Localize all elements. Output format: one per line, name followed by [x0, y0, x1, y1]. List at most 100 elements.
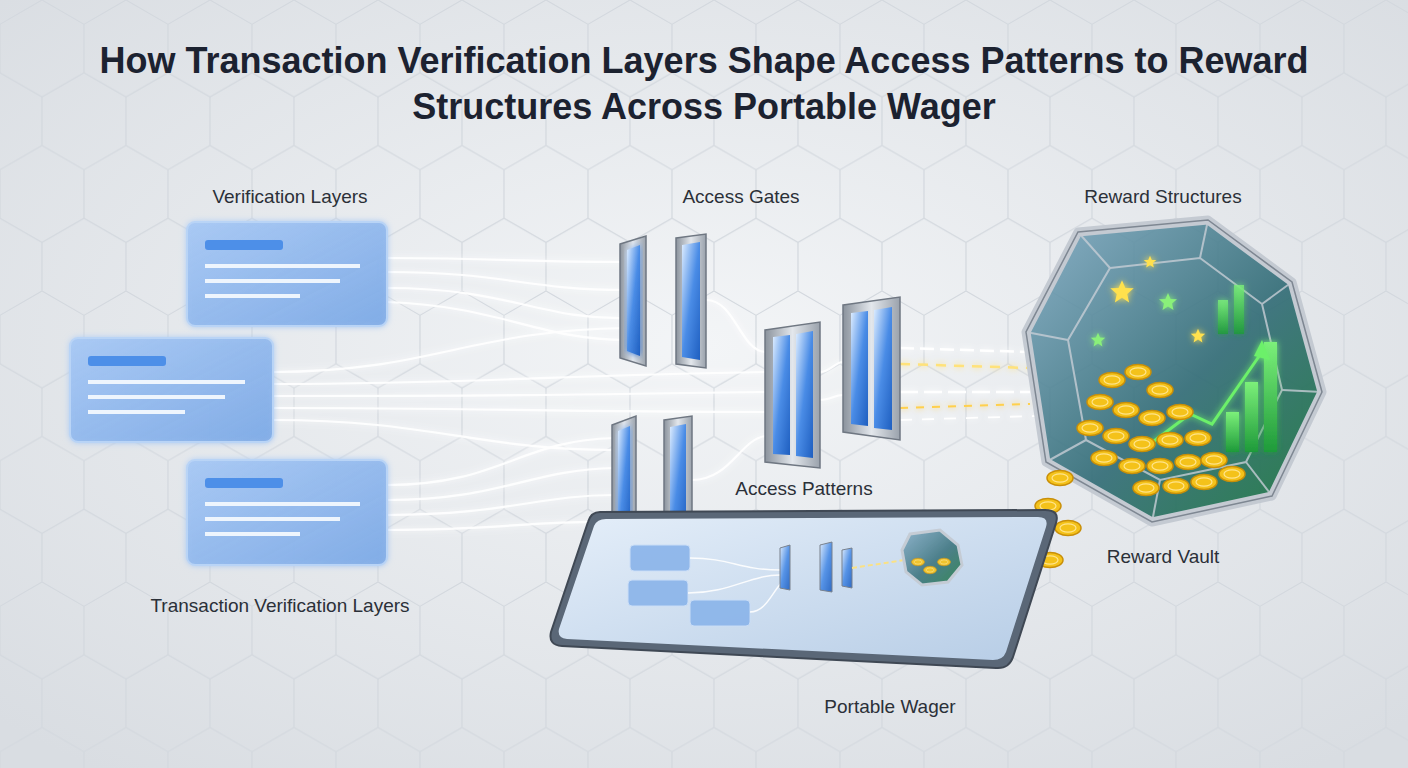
label-position: Access Patterns: [735, 477, 872, 501]
reward-coins: [1103, 429, 1129, 444]
access-gate: [620, 234, 706, 368]
spilled-coins: [1055, 521, 1081, 536]
access-gate: [765, 322, 820, 468]
mini-diagram: [690, 600, 750, 626]
portable-wager-device: Portable Wager: [540, 510, 1070, 722]
access-gate: [843, 297, 900, 440]
verification-card: [205, 294, 300, 298]
reward-coins: [1091, 451, 1117, 466]
reward-coins: [1163, 479, 1189, 494]
reward-beams: [900, 404, 1030, 408]
reward-beams: [900, 364, 1030, 368]
flow-lines: [387, 302, 626, 340]
label-position: Portable Wager: [824, 695, 955, 719]
verification-card: [187, 222, 387, 326]
group-caption: Transaction Verification Layers: [150, 594, 409, 618]
access-gate: [773, 335, 790, 455]
group-heading: Verification Layers: [212, 185, 367, 209]
flow-lines: [273, 392, 765, 396]
verification-card: [88, 356, 166, 366]
reward-coins: [1191, 475, 1217, 490]
growth-bars: [1245, 382, 1258, 452]
mini-diagram: [628, 530, 962, 626]
access-gate: [851, 311, 868, 426]
flow-connector: [910, 377, 1015, 380]
growth-bars: [1218, 300, 1228, 334]
access-gate: [874, 307, 892, 430]
mini-diagram: [924, 566, 937, 574]
reward-beams: [900, 348, 1036, 420]
vault-facets: [1282, 390, 1322, 392]
reward-beams: [900, 348, 1030, 352]
label-position: Transaction Verification Layers: [150, 594, 409, 618]
reward-coins: [1129, 437, 1155, 452]
reward-coins: [1157, 433, 1183, 448]
access-gates-group: Access GatesAccess Patterns: [590, 182, 910, 550]
vault-facets: [1200, 220, 1208, 258]
verification-card: [205, 279, 340, 283]
reward-vault: [1026, 220, 1322, 522]
flow-lines: [387, 258, 626, 262]
reward-coins: [1147, 383, 1173, 398]
access-gate: [765, 322, 820, 468]
mini-diagram: [902, 530, 962, 585]
reward-coins: [1099, 373, 1125, 388]
growth-bars: [1226, 412, 1239, 452]
reward-coins: [1139, 411, 1165, 426]
flow-lines: [387, 468, 614, 500]
verification-card: [205, 240, 283, 250]
vault-facets: [1046, 440, 1086, 462]
mini-diagram: [630, 545, 690, 571]
reward-coins: [1077, 365, 1245, 496]
flow-lines: [387, 288, 626, 318]
access-gate: [796, 331, 813, 458]
mini-diagram: [820, 542, 832, 592]
verification-card: [88, 395, 225, 399]
group-heading: Access Gates: [682, 185, 799, 209]
reward-coins: [1201, 453, 1227, 468]
spilled-coins: [1047, 471, 1073, 486]
flow-lines: [273, 372, 765, 384]
reward-beams: [900, 391, 1030, 394]
verification-layers-group: Verification LayersTransaction Verificat…: [60, 182, 425, 622]
verification-card: [88, 410, 185, 414]
mini-diagram: [780, 545, 790, 590]
label-position: Reward Vault: [1107, 545, 1220, 569]
verification-card: [187, 222, 387, 326]
growth-arrow: [1254, 340, 1270, 360]
reward-coins: [1119, 459, 1145, 474]
flow-lines: [692, 436, 765, 480]
reward-coins: [1087, 395, 1113, 410]
reward-vault: [1026, 220, 1322, 522]
reward-coins: [1077, 421, 1103, 436]
reward-stars: [1110, 280, 1133, 302]
flow-connector: [425, 389, 590, 392]
phone-device: [559, 517, 1047, 660]
reward-stars: [1191, 329, 1205, 343]
vault-facets: [1246, 462, 1272, 496]
growth-arrow: [1150, 352, 1262, 444]
mini-diagram: [912, 558, 925, 566]
mini-diagram: [688, 558, 790, 612]
flow-lines: [706, 300, 765, 352]
verification-card: [88, 380, 245, 384]
flow-lines: [820, 362, 843, 372]
reward-coins: [1133, 481, 1159, 496]
reward-stars: [1159, 293, 1177, 310]
reward-vault: [1026, 220, 1322, 522]
verification-card: [187, 460, 387, 565]
vault-facets: [1078, 232, 1110, 268]
vault-facets: [1026, 332, 1068, 340]
reward-coins: [1147, 459, 1173, 474]
vault-facets: [1262, 282, 1292, 304]
vault-facets: [1068, 258, 1282, 480]
verification-card: [205, 517, 340, 521]
access-gate: [682, 242, 700, 360]
mini-diagram: [628, 580, 688, 606]
reward-stars: [1144, 256, 1157, 268]
growth-bars: [1234, 285, 1244, 334]
flow-lines: [273, 328, 626, 372]
reward-beams: [900, 416, 1036, 420]
